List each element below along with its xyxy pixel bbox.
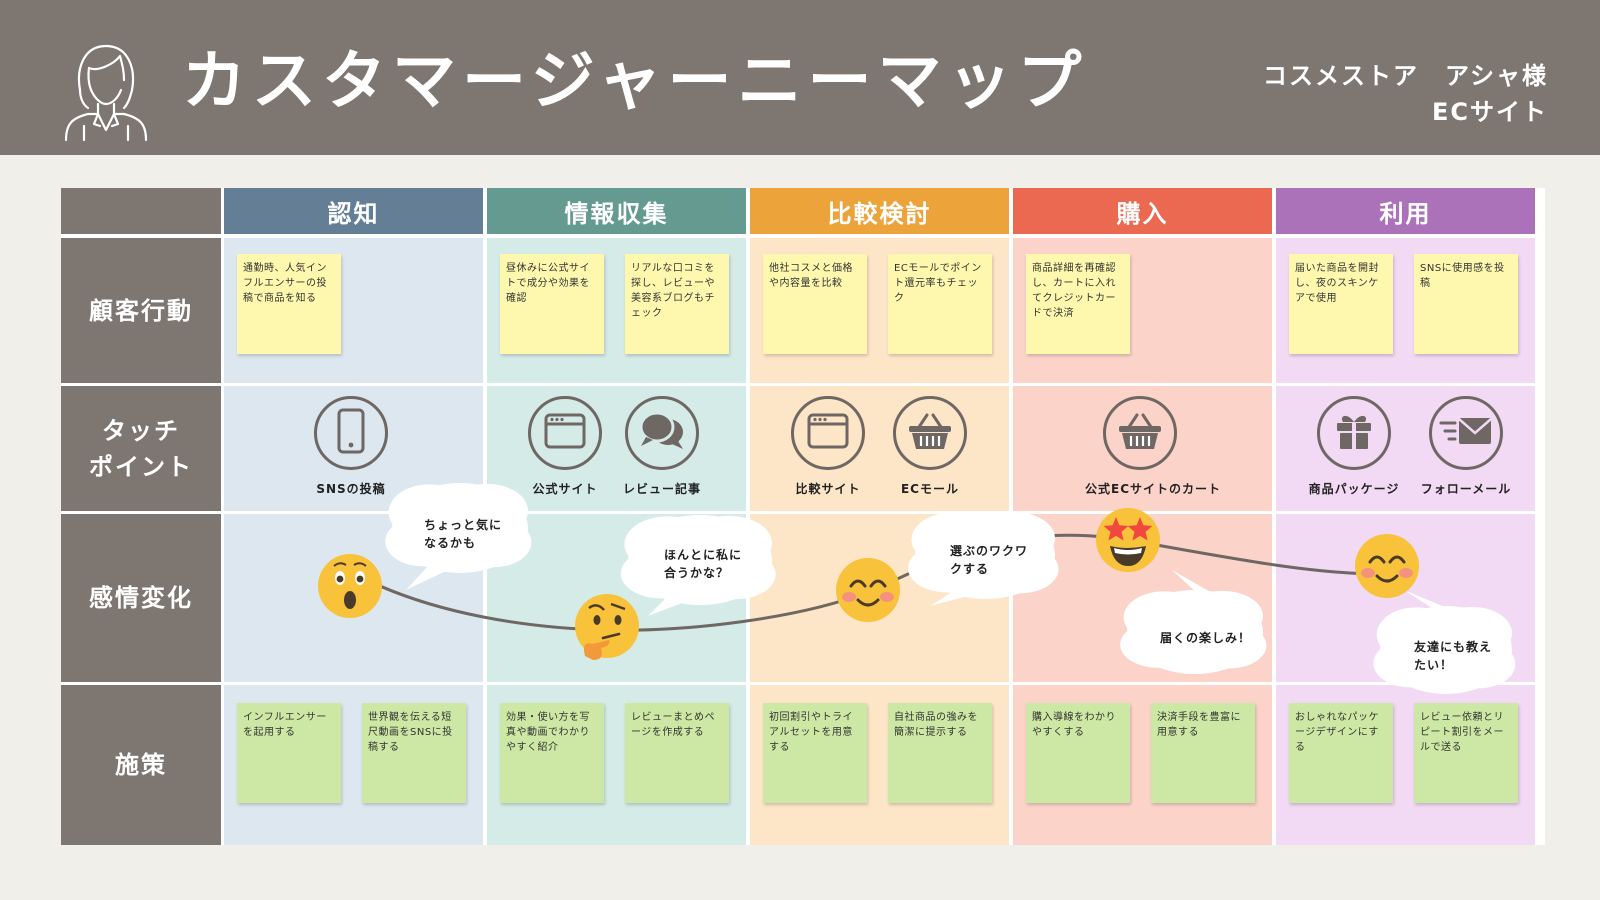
shopping-basket-icon (907, 411, 953, 455)
phase-cell-emotion (487, 514, 746, 682)
touchpoint-circle (528, 396, 602, 470)
emotion-comment: 友達にも教え たい！ (1414, 640, 1493, 672)
touchpoint-label: 公式サイト (532, 482, 598, 496)
journey-map-grid: 顧客行動タッチ ポイント感情変化施策 認知情報収集比較検討購入利用通勤時、人気イン… (61, 188, 1545, 845)
measure-sticky-note: 自社商品の強みを簡潔に提示する (888, 703, 992, 803)
action-sticky-note: リアルな口コミを探し、レビューや美容系ブログもチェック (625, 254, 729, 354)
measure-sticky-note: 購入導線をわかりやすくする (1026, 703, 1130, 803)
row-label-emotion: 感情変化 (61, 514, 221, 682)
row-label-measures: 施策 (61, 685, 221, 845)
measure-sticky-note: 決済手段を豊富に用意する (1151, 703, 1255, 803)
phase-header-3: 比較検討 (750, 188, 1009, 234)
touchpoint-circle (314, 396, 388, 470)
touchpoint-circle (625, 396, 699, 470)
emotion-comment: 届くの楽しみ！ (1160, 631, 1252, 645)
phase-cell-emotion (750, 514, 1009, 682)
action-sticky-note: 昼休みに公式サイトで成分や効果を確認 (500, 254, 604, 354)
touchpoint-circle (1103, 396, 1177, 470)
shopping-basket-icon (1117, 411, 1163, 455)
corner-cell (61, 188, 221, 234)
measure-sticky-note: レビュー依頼とリピート割引をメールで送る (1414, 703, 1518, 803)
touchpoint-mail: フォローメール (1411, 396, 1521, 497)
touchpoint-circle (791, 396, 865, 470)
gift-box-icon (1333, 410, 1375, 456)
action-sticky-note: ECモールでポイント還元率もチェック (888, 254, 992, 354)
browser-window-icon (543, 411, 587, 455)
emotion-comment: ほんとに私に 合うかな？ (664, 548, 743, 580)
page-title: カスタマージャーニーマップ (182, 45, 1088, 119)
measure-sticky-note: 世界観を伝える短尺動画をSNSに投稿する (362, 703, 466, 803)
header-banner: カスタマージャーニーマップ コスメストア アシャ様 ECサイト (0, 0, 1600, 155)
action-sticky-note: 他社コスメと価格や内容量を比較 (763, 254, 867, 354)
action-sticky-note: 商品詳細を再確認し、カートに入れてクレジットカードで決済 (1026, 254, 1130, 354)
woman-avatar-icon (64, 44, 148, 142)
phase-header-2: 情報収集 (487, 188, 746, 234)
client-info: コスメストア アシャ様 ECサイト (1263, 58, 1548, 130)
phase-header-4: 購入 (1013, 188, 1272, 234)
phase-cell-emotion (1276, 514, 1535, 682)
phase-cell-emotion (1013, 514, 1272, 682)
touchpoint-shopping-basket: 公式ECサイトのカート (1085, 396, 1222, 497)
measure-sticky-note: 効果・使い方を写真や動画でわかりやすく紹介 (500, 703, 604, 803)
touchpoint-label: ECモール (900, 482, 959, 496)
browser-window-icon (806, 411, 850, 455)
touchpoint-browser-window: 比較サイト (773, 396, 883, 497)
client-site: ECサイト (1431, 98, 1548, 126)
chat-bubbles-icon (638, 410, 686, 456)
touchpoint-label: レビュー記事 (622, 482, 701, 496)
row-label-touchpoint: タッチ ポイント (61, 386, 221, 511)
touchpoint-label: SNSの投稿 (316, 482, 386, 496)
measure-sticky-note: レビューまとめページを作成する (625, 703, 729, 803)
touchpoint-gift-box: 商品パッケージ (1299, 396, 1409, 497)
phase-cell-touchpoint (487, 386, 746, 511)
touchpoint-label: 比較サイト (795, 482, 861, 496)
phase-header-5: 利用 (1276, 188, 1535, 234)
touchpoint-circle (1317, 396, 1391, 470)
touchpoint-chat-bubbles: レビュー記事 (607, 396, 717, 497)
measure-sticky-note: おしゃれなパッケージデザインにする (1289, 703, 1393, 803)
touchpoint-shopping-basket: ECモール (875, 396, 985, 497)
measure-sticky-note: 初回割引やトライアルセットを用意する (763, 703, 867, 803)
measure-sticky-note: インフルエンサーを起用する (237, 703, 341, 803)
action-sticky-note: SNSに使用感を投稿 (1414, 254, 1518, 354)
client-name: コスメストア アシャ様 (1262, 62, 1548, 90)
touchpoint-circle (893, 396, 967, 470)
touchpoint-circle (1429, 396, 1503, 470)
touchpoint-label: 公式ECサイトのカート (1085, 482, 1222, 496)
emotion-comment: 選ぶのワクワ クする (950, 544, 1029, 576)
touchpoint-label: 商品パッケージ (1308, 482, 1400, 496)
touchpoint-browser-window: 公式サイト (510, 396, 620, 497)
touchpoint-smartphone: SNSの投稿 (296, 396, 406, 497)
action-sticky-note: 届いた商品を開封し、夜のスキンケアで使用 (1289, 254, 1393, 354)
touchpoint-label: フォローメール (1420, 482, 1512, 496)
phase-cell-touchpoint (750, 386, 1009, 511)
action-sticky-note: 通勤時、人気インフルエンサーの投稿で商品を知る (237, 254, 341, 354)
emotion-comment: ちょっと気に なるかも (424, 518, 503, 550)
smartphone-icon (333, 408, 369, 458)
row-label-customer-action: 顧客行動 (61, 238, 221, 383)
phase-header-1: 認知 (224, 188, 483, 234)
mail-icon (1439, 413, 1493, 453)
